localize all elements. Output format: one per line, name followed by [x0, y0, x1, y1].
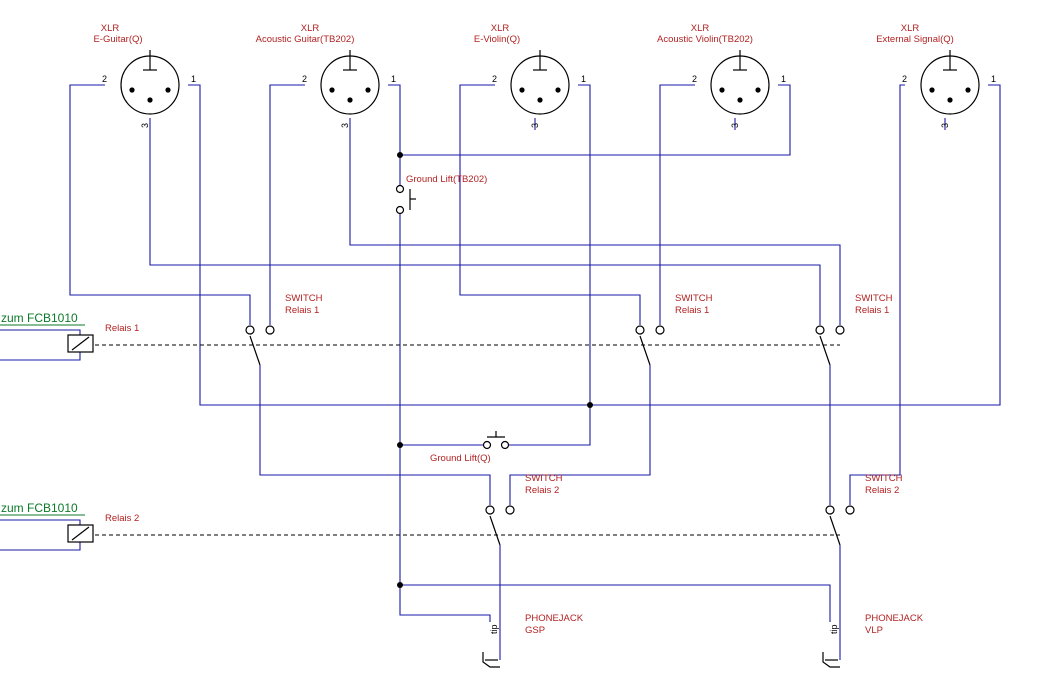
- xlr-type: XLR: [101, 23, 120, 34]
- junction-dot: [587, 402, 593, 408]
- phonejack-pin: tip: [489, 624, 499, 634]
- xlr-type: XLR: [901, 23, 920, 34]
- phonejack-vlp: tip PHONEJACK VLP: [822, 613, 924, 668]
- xlr-name: External Signal(Q): [876, 34, 954, 45]
- relay-label: Relais 2: [105, 513, 139, 524]
- phonejack-gsp: tip PHONEJACK GSP: [482, 613, 584, 668]
- switch-relais1-c: SWITCH Relais 1: [815, 293, 893, 366]
- xlr-acoustic-guitar: XLR Acoustic Guitar(TB202) 2 1 3: [256, 23, 396, 128]
- switch-relais1-b: SWITCH Relais 1: [635, 293, 713, 366]
- pin-3-label: 3: [730, 123, 740, 128]
- ground-lift-label: Ground Lift(Q): [430, 453, 491, 464]
- ground-lift-q: Ground Lift(Q): [430, 431, 510, 464]
- pin-2-label: 2: [902, 74, 907, 84]
- switch-relais2-b: SWITCH Relais 2: [825, 473, 903, 546]
- pin-1-label: 1: [391, 74, 396, 84]
- pin-3-label: 3: [340, 123, 350, 128]
- phonejack-name: VLP: [865, 625, 883, 636]
- xlr-name: Acoustic Guitar(TB202): [256, 34, 355, 45]
- relay-2: zum FCB1010 Relais 2: [0, 501, 139, 543]
- xlr-name: E-Guitar(Q): [93, 34, 142, 45]
- switch-relay: Relais 1: [675, 305, 709, 316]
- xlr-type: XLR: [691, 23, 710, 34]
- switch-label: SWITCH: [285, 293, 323, 304]
- wires: [0, 84, 1001, 660]
- switch-relay: Relais 1: [855, 305, 889, 316]
- net-label: zum FCB1010: [1, 311, 78, 325]
- phonejack-title: PHONEJACK: [865, 613, 924, 624]
- ground-lift-label: Ground Lift(TB202): [406, 174, 487, 185]
- pin-3-label: 3: [530, 123, 540, 128]
- pin-1-label: 1: [991, 74, 996, 84]
- switch-relais2-a: SWITCH Relais 2: [485, 473, 563, 546]
- xlr-type: XLR: [301, 23, 320, 34]
- switch-relay: Relais 1: [285, 305, 319, 316]
- pin-1-label: 1: [581, 74, 586, 84]
- pin-2-label: 2: [102, 74, 107, 84]
- pin-1-label: 1: [781, 74, 786, 84]
- switch-label: SWITCH: [865, 473, 903, 484]
- relay-1: zum FCB1010 Relais 1: [0, 311, 139, 353]
- pin-3-label: 3: [940, 123, 950, 128]
- junction-dot: [397, 442, 403, 448]
- relay-label: Relais 1: [105, 323, 139, 334]
- xlr-e-violin: XLR E-Violin(Q) 2 1 3: [474, 23, 586, 128]
- junction-dot: [397, 152, 403, 158]
- pin-1-label: 1: [191, 74, 196, 84]
- xlr-type: XLR: [491, 23, 510, 34]
- xlr-acoustic-violin: XLR Acoustic Violin(TB202) 2 1 3: [657, 23, 786, 128]
- switch-relais1-a: SWITCH Relais 1: [245, 293, 323, 366]
- switch-label: SWITCH: [525, 473, 563, 484]
- xlr-name: E-Violin(Q): [474, 34, 520, 45]
- net-label: zum FCB1010: [1, 501, 78, 515]
- switch-relay: Relais 2: [525, 485, 559, 496]
- pin-3-label: 3: [140, 123, 150, 128]
- switch-relay: Relais 2: [865, 485, 899, 496]
- xlr-name: Acoustic Violin(TB202): [657, 34, 753, 45]
- phonejack-pin: tip: [829, 624, 839, 634]
- junctions: [397, 152, 593, 588]
- xlr-external-signal: XLR External Signal(Q) 2 1 3: [876, 23, 996, 128]
- junction-dot: [397, 582, 403, 588]
- ground-lift-tb202: Ground Lift(TB202): [395, 174, 487, 215]
- phonejack-title: PHONEJACK: [525, 613, 584, 624]
- switch-label: SWITCH: [855, 293, 893, 304]
- pin-2-label: 2: [492, 74, 497, 84]
- switch-label: SWITCH: [675, 293, 713, 304]
- pin-2-label: 2: [692, 74, 697, 84]
- xlr-e-guitar: XLR E-Guitar(Q) 2 1 3: [93, 23, 196, 128]
- phonejack-name: GSP: [525, 625, 545, 636]
- pin-2-label: 2: [302, 74, 307, 84]
